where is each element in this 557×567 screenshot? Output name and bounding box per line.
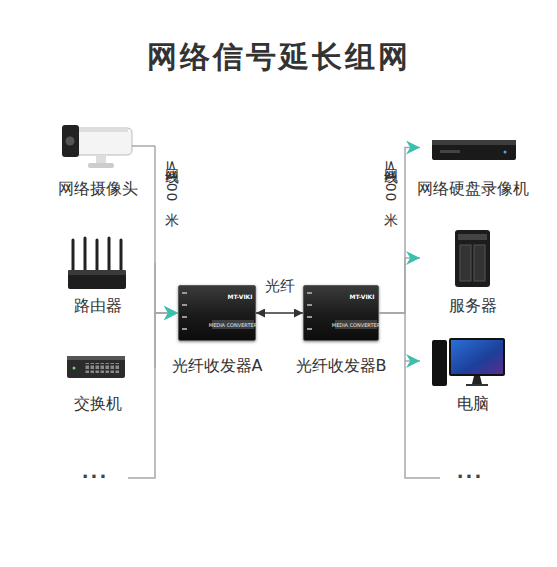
computer-icon [432,338,505,386]
media-converter-box: 光纤收发器B [303,285,379,341]
switch-icon [67,356,125,378]
device-node: 服务器 [420,226,525,290]
bracket-line [128,146,440,478]
device-node: 交换机 [40,350,155,386]
node-label: 电脑 [457,394,489,414]
device-node: 路由器 [40,232,155,294]
router-icon [68,238,126,289]
connector [379,148,420,314]
device-node: 电脑 [420,336,525,386]
node-label: 网络摄像头 [58,179,138,199]
connector [155,146,178,313]
connector [256,312,303,314]
connector [379,258,420,313]
device-node: 网络硬盘录像机 [420,130,525,165]
connector [155,263,178,313]
cable-length-note: 网线≤100米 [383,158,399,203]
connector [379,313,420,361]
node-label: 路由器 [74,296,122,316]
server-icon [455,230,490,287]
media-converter-box: 光纤收发器A [178,285,256,341]
camera-icon [62,125,132,168]
diagram-title: 网络信号延长组网 [0,38,557,76]
node-label: 交换机 [74,394,122,414]
ellipsis: ... [457,462,484,482]
node-label: 光纤收发器B [296,356,387,376]
nvr-icon [432,140,516,160]
node-label: 网络硬盘录像机 [417,179,529,199]
node-label: 服务器 [449,296,497,316]
node-label: 光纤收发器A [172,356,263,376]
port-lights [182,292,312,330]
edge-label: 光纤 [265,277,295,295]
device-node: 网络摄像头 [40,118,155,174]
label-strip [212,320,377,329]
connector [155,313,178,368]
ellipsis: ... [82,462,109,482]
cable-length-note: 网线≤100米 [164,158,180,203]
